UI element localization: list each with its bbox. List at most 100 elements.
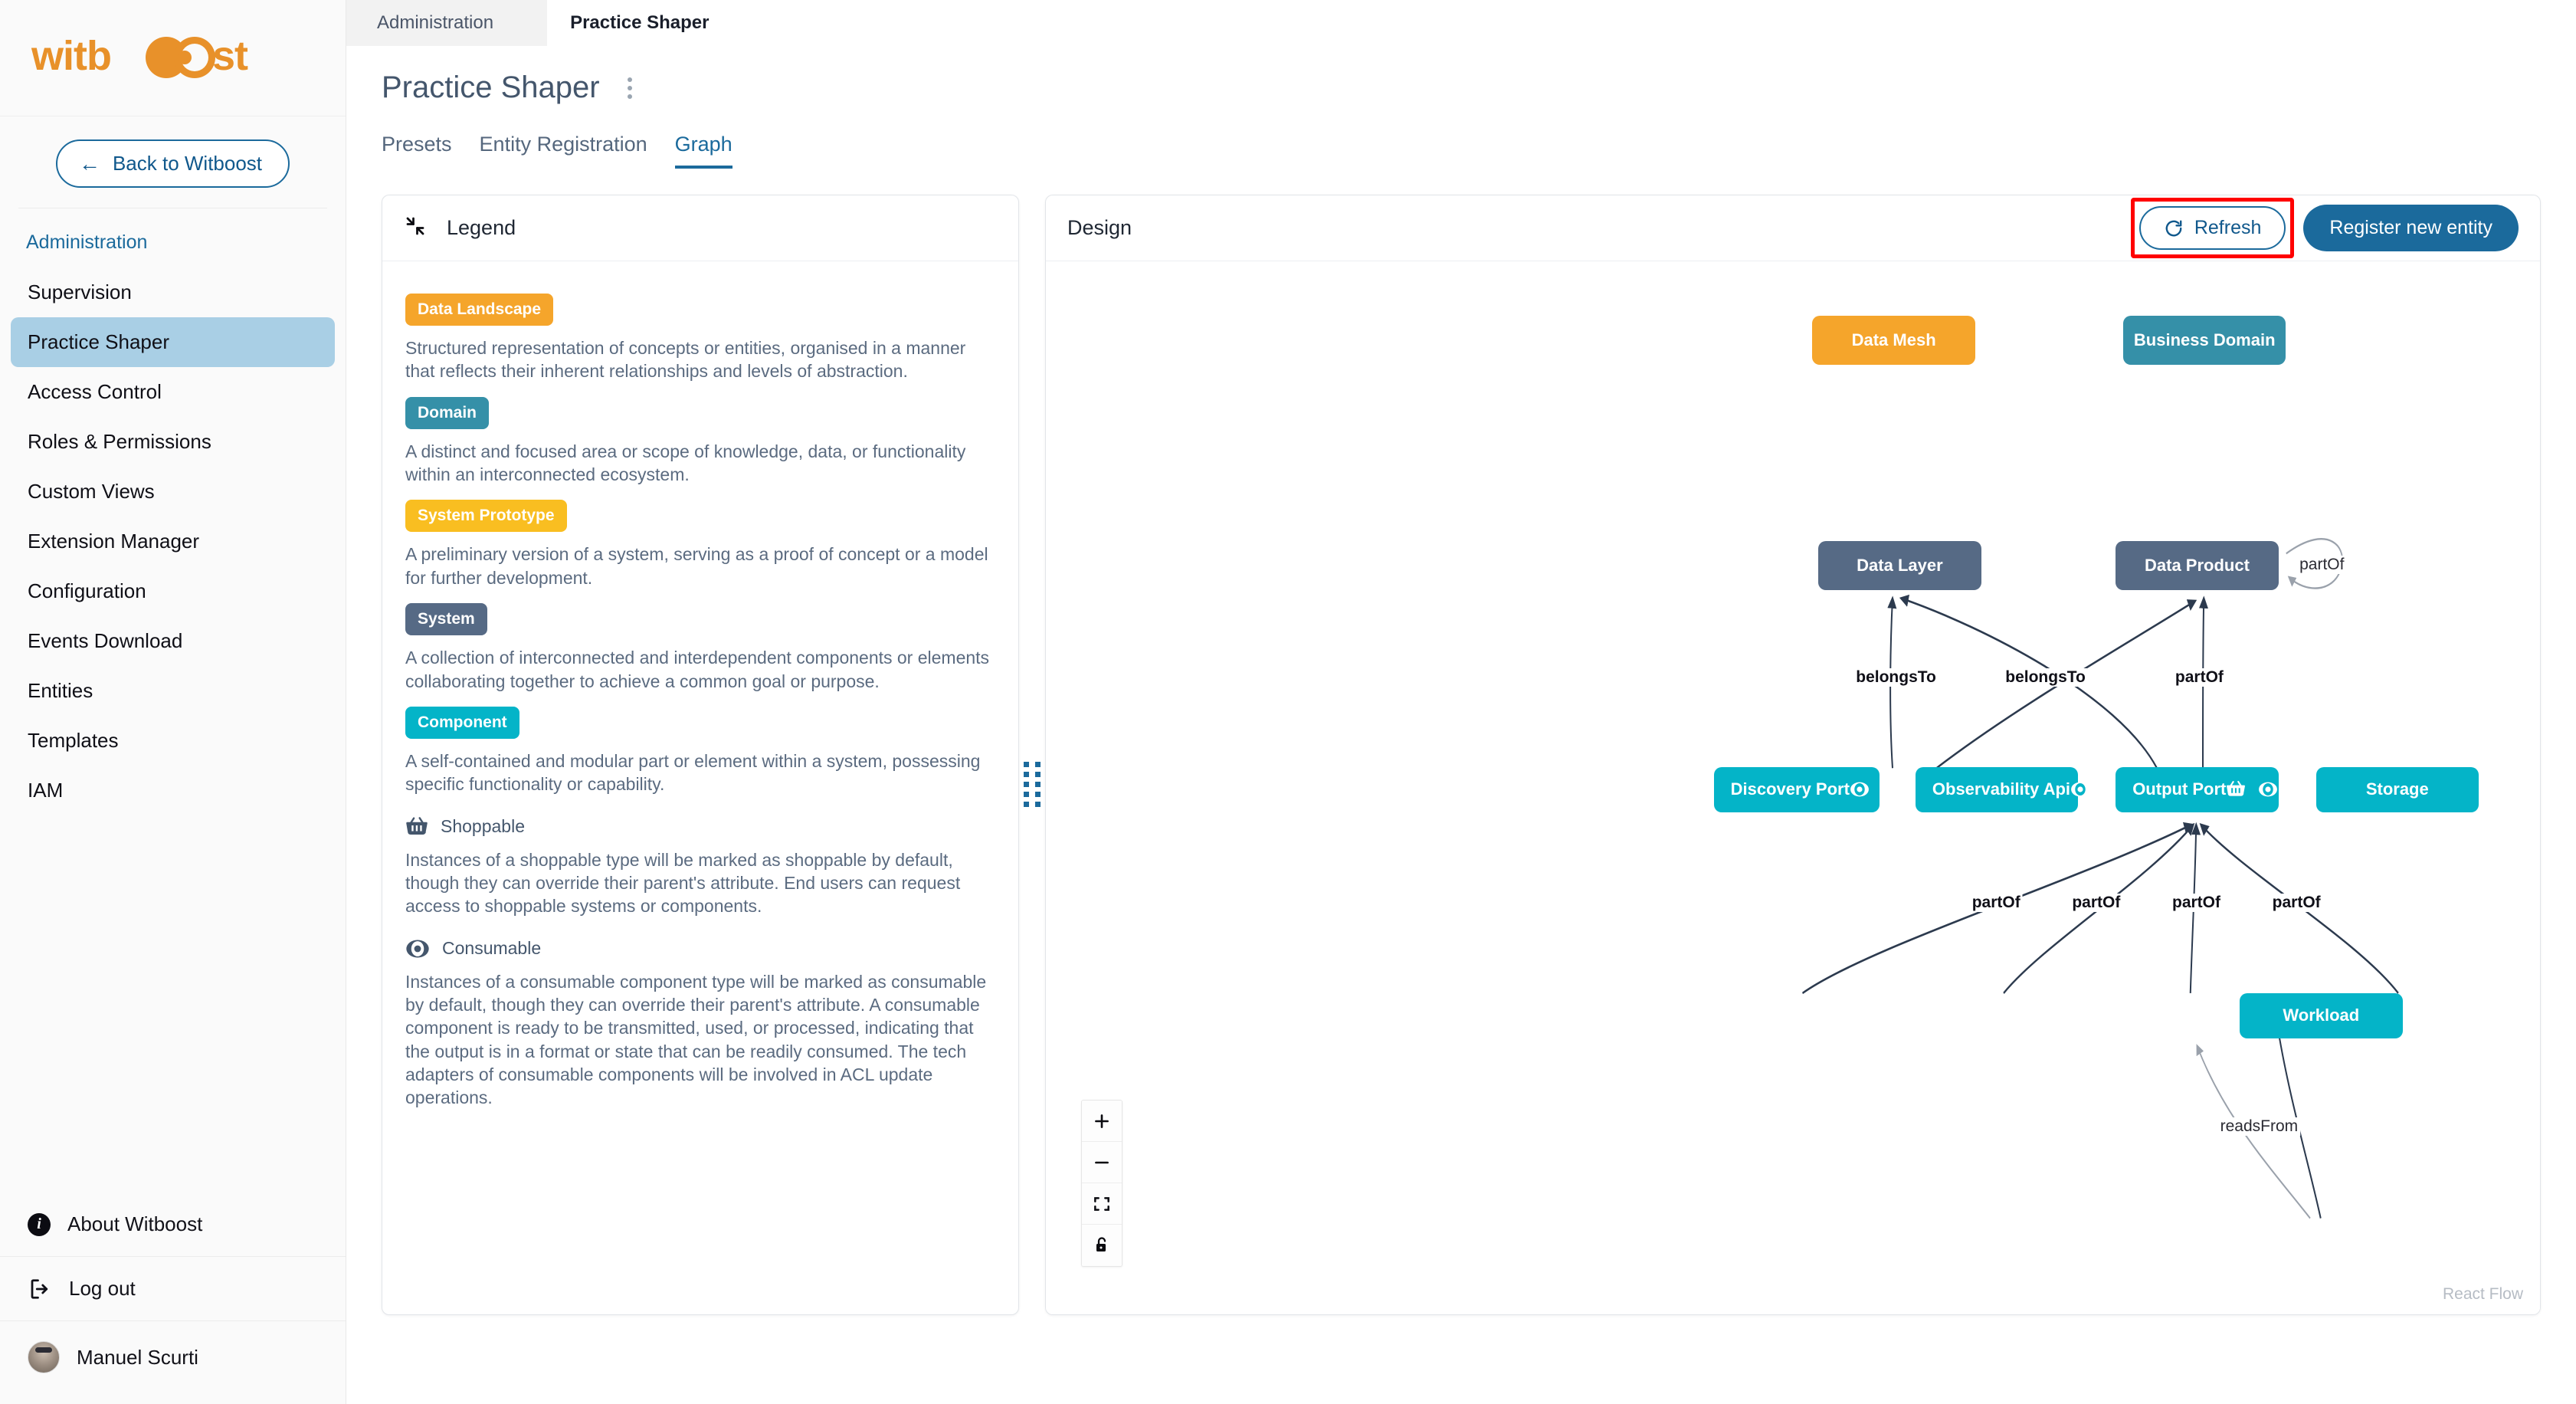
back-to-witboost-button[interactable]: ← Back to Witboost [55,139,290,188]
collapse-icon[interactable] [404,215,427,241]
page-title-row: Practice Shaper [382,71,2541,105]
sidebar-item-events-download[interactable]: Events Download [28,629,183,652]
sidebar-item-custom-views[interactable]: Custom Views [28,480,155,503]
edge-label-partof-3: partOf [2170,893,2223,912]
arrow-left-icon: ← [78,151,100,176]
legend-attr-label-shoppable: Shoppable [441,816,525,837]
legend-chip-domain: Domain [405,396,490,429]
graph-node-storage[interactable]: Storage [2315,766,2479,812]
graph-node-observability-api[interactable]: Observability Api [1915,766,2089,812]
zoom-out-button[interactable] [1082,1142,1122,1183]
graph-node-label: Discovery Port [1730,779,1850,799]
breadcrumb-item-administration[interactable]: Administration [346,0,520,46]
sidebar-item-iam[interactable]: IAM [28,779,64,802]
graph-node-discovery-port[interactable]: Discovery Port [1713,766,1880,812]
legend-header: Legend [382,195,1018,261]
sidebar-item-roles-permissions[interactable]: Roles & Permissions [28,430,211,453]
legend-attr-consumable: Consumable [405,938,995,960]
avatar [28,1341,60,1373]
design-panel: Design Refresh [1045,195,2541,1315]
about-witboost-label: About Witboost [67,1212,203,1235]
edge-label-belongsto-2: belongsTo [2003,668,2088,687]
sidebar-item-templates[interactable]: Templates [28,729,119,752]
kebab-menu-icon[interactable] [620,73,640,103]
drag-dots-icon [1024,761,1041,807]
refresh-highlight-box: Refresh [2130,198,2295,258]
edge-label-partof-bd: partOf [2172,668,2226,687]
tab-graph[interactable]: Graph [674,133,732,169]
tab-entity-registration[interactable]: Entity Registration [479,133,647,156]
logout-label: Log out [69,1277,136,1300]
sidebar-spacer [0,815,346,1192]
legend-desc-consumable: Instances of a consumable component type… [405,971,987,1108]
breadcrumb-item-practice-shaper: Practice Shaper [547,0,2576,46]
edge-label-partof-1: partOf [1969,893,2023,912]
sidebar-separator-2 [0,1320,346,1321]
logout-icon [28,1278,52,1301]
eye-icon [405,938,430,960]
register-new-entity-button[interactable]: Register new entity [2303,205,2519,251]
graph-node-label: Storage [2365,779,2429,799]
graph-node-workload[interactable]: Workload [2240,992,2403,1038]
fit-view-button[interactable] [1082,1183,1122,1225]
design-actions: Refresh Register new entity [2130,198,2519,258]
graph-node-icons [2226,780,2278,799]
graph-node-label: Data Product [2145,556,2250,576]
breadcrumb-chevron-icon [519,0,547,46]
edge-label-partof-2: partOf [2070,893,2123,912]
react-flow-attribution[interactable]: React Flow [2442,1285,2523,1303]
sidebar-item-entities[interactable]: Entities [28,679,93,702]
graph-node-label: Observability Api [1932,779,2071,799]
edge-label-belongsto-1: belongsTo [1853,668,1939,687]
sidebar-section-label: Administration [26,231,148,253]
eye-icon [2258,781,2278,798]
lock-icon[interactable] [1082,1225,1122,1266]
panel-resize-handle[interactable] [1019,195,1045,1373]
tab-bar: Presets Entity Registration Graph [346,105,2576,169]
legend-desc-data-landscape: Structured representation of concepts or… [405,338,966,382]
graph-node-icons [1850,781,1870,798]
brand-logo[interactable]: witb st [0,0,346,116]
basket-icon [2226,780,2246,799]
graph-node-data-layer[interactable]: Data Layer [1818,541,1981,590]
tab-presets[interactable]: Presets [382,133,452,156]
sidebar-item-practice-shaper[interactable]: Practice Shaper [11,317,335,367]
svg-text:witb: witb [31,34,111,79]
page-header: Practice Shaper [346,46,2576,105]
logout-button[interactable]: Log out [0,1257,346,1320]
legend-chip-system: System [405,603,487,636]
info-icon: i [28,1212,51,1236]
panels-container: Legend Data Landscape Structured represe… [346,169,2576,1404]
graph-controls [1081,1100,1122,1267]
basket-icon [405,816,428,838]
kebab-dot [627,85,632,90]
design-header: Design Refresh [1046,195,2540,261]
back-to-witboost-wrap: ← Back to Witboost [0,116,346,208]
legend-chip-component: Component [405,706,519,739]
svg-text:st: st [212,34,248,79]
zoom-in-button[interactable] [1082,1101,1122,1142]
witboost-logo-icon: witb st [31,34,315,82]
kebab-dot [627,93,632,99]
design-title: Design [1067,216,1132,239]
graph-node-data-product[interactable]: Data Product [2116,541,2279,590]
graph-node-data-mesh[interactable]: Data Mesh [1812,316,1975,365]
eye-icon [1850,781,1870,798]
legend-attr-shoppable: Shoppable [405,816,995,838]
legend-panel: Legend Data Landscape Structured represe… [382,195,1019,1315]
main-content: Administration Practice Shaper Practice … [346,0,2576,1404]
legend-chip-system-prototype: System Prototype [405,500,567,533]
graph-node-output-port[interactable]: Output Port [2116,766,2279,812]
graph-node-business-domain[interactable]: Business Domain [2122,316,2286,365]
graph-canvas[interactable]: Data Mesh Business Domain Data Layer Dat… [1046,261,2540,1314]
sidebar-item-configuration[interactable]: Configuration [28,579,146,602]
sidebar: witb st ← Back to Witboost Administratio… [0,0,346,1404]
breadcrumb: Administration Practice Shaper [346,0,2576,46]
user-profile[interactable]: Manuel Scurti [0,1321,346,1404]
graph-node-label: Output Port [2132,779,2227,799]
sidebar-item-access-control[interactable]: Access Control [28,380,162,403]
sidebar-item-supervision[interactable]: Supervision [28,280,132,303]
about-witboost-button[interactable]: i About Witboost [0,1192,346,1256]
sidebar-item-extension-manager[interactable]: Extension Manager [28,530,200,553]
refresh-button[interactable]: Refresh [2138,206,2286,250]
